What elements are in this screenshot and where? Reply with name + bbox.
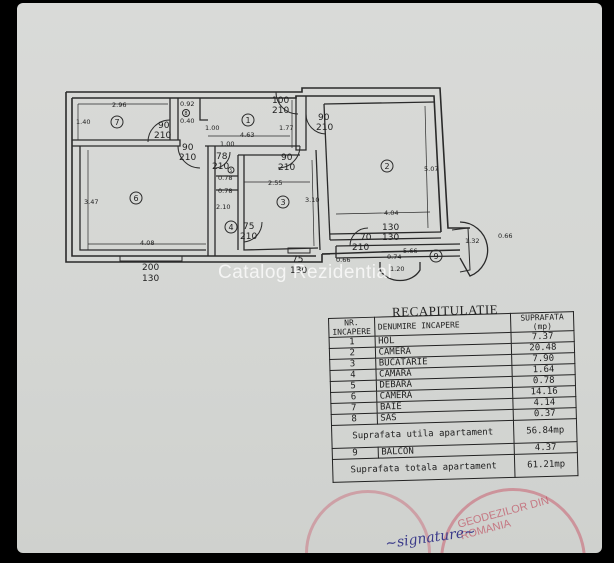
door-width: 90: [182, 143, 194, 153]
door-height: 210: [352, 243, 369, 253]
dim-label: 1.40: [76, 118, 90, 126]
window-height: 130: [382, 233, 399, 243]
door-height: 210: [212, 162, 229, 172]
dim-label: 0.66: [336, 256, 350, 264]
dim-label: 1.32: [465, 237, 479, 245]
dim-label: 3.47: [84, 198, 98, 206]
dim-label: 1.00: [220, 140, 234, 148]
door-height: 210: [179, 153, 196, 163]
watermark: Catalog Rezidential: [218, 262, 393, 283]
dim-label: 3.10: [305, 196, 319, 204]
dim-label: 0.92: [180, 100, 194, 108]
door-height: 210: [316, 123, 333, 133]
dim-label: 0.74: [387, 253, 401, 261]
door-height: 210: [154, 131, 171, 141]
dim-label: 4.08: [140, 239, 154, 247]
window-height: 130: [290, 266, 307, 276]
room-number-5: 5: [230, 168, 233, 173]
floor-plan-document: 2.96 1.40 0.92 0.40 1.00 4.63 1.77 1.00 …: [17, 3, 602, 553]
dim-label: 5.07: [424, 165, 438, 173]
room-number-9: 9: [433, 252, 438, 261]
door-width: 78: [216, 152, 228, 162]
recap-table-container: NR. INCAPERE DENUMIRE INCAPERE SUPRAFATA…: [328, 311, 579, 483]
room-number-8: 8: [184, 111, 187, 117]
door-width: 90: [281, 153, 293, 163]
recap-table: NR. INCAPERE DENUMIRE INCAPERE SUPRAFATA…: [328, 311, 579, 483]
dim-label: 4.63: [240, 131, 254, 139]
room-number-1: 1: [245, 116, 250, 125]
dim-label: 1.77: [279, 124, 293, 132]
door-height: 210: [240, 232, 257, 242]
dim-label: 0.78: [218, 187, 232, 195]
door-height: 210: [278, 163, 295, 173]
dim-label: 4.04: [384, 209, 398, 217]
window-height: 130: [142, 274, 159, 284]
room-number-4: 4: [228, 223, 233, 232]
dim-label: 0.40: [180, 117, 194, 125]
dim-label: 0.78: [218, 174, 232, 182]
header-nr: NR. INCAPERE: [328, 317, 375, 338]
room-number-7: 7: [114, 118, 119, 127]
window-width: 130: [382, 223, 399, 233]
dim-label: 2.55: [268, 179, 282, 187]
header-area: SUPRAFATA (mp): [510, 311, 574, 333]
dim-label: 1.20: [390, 265, 404, 273]
window-width: 200: [142, 263, 159, 273]
door-width: 90: [318, 113, 330, 123]
door-height: 210: [272, 106, 289, 116]
door-width: 100: [272, 96, 289, 106]
dim-label: 0.66: [498, 232, 512, 240]
dim-label: 5.66: [403, 247, 417, 255]
door-width: 90: [158, 121, 170, 131]
window-width: 75: [292, 255, 303, 265]
dim-label: 2.96: [112, 101, 126, 109]
door-width: 70: [360, 233, 372, 243]
dim-label: 2.10: [216, 203, 230, 211]
dim-label: 1.00: [205, 124, 219, 132]
floor-plan-drawing: 2.96 1.40 0.92 0.40 1.00 4.63 1.77 1.00 …: [65, 87, 512, 284]
room-number-3: 3: [280, 198, 285, 207]
room-number-6: 6: [133, 194, 138, 203]
door-width: 75: [243, 222, 254, 232]
room-number-2: 2: [384, 162, 389, 171]
